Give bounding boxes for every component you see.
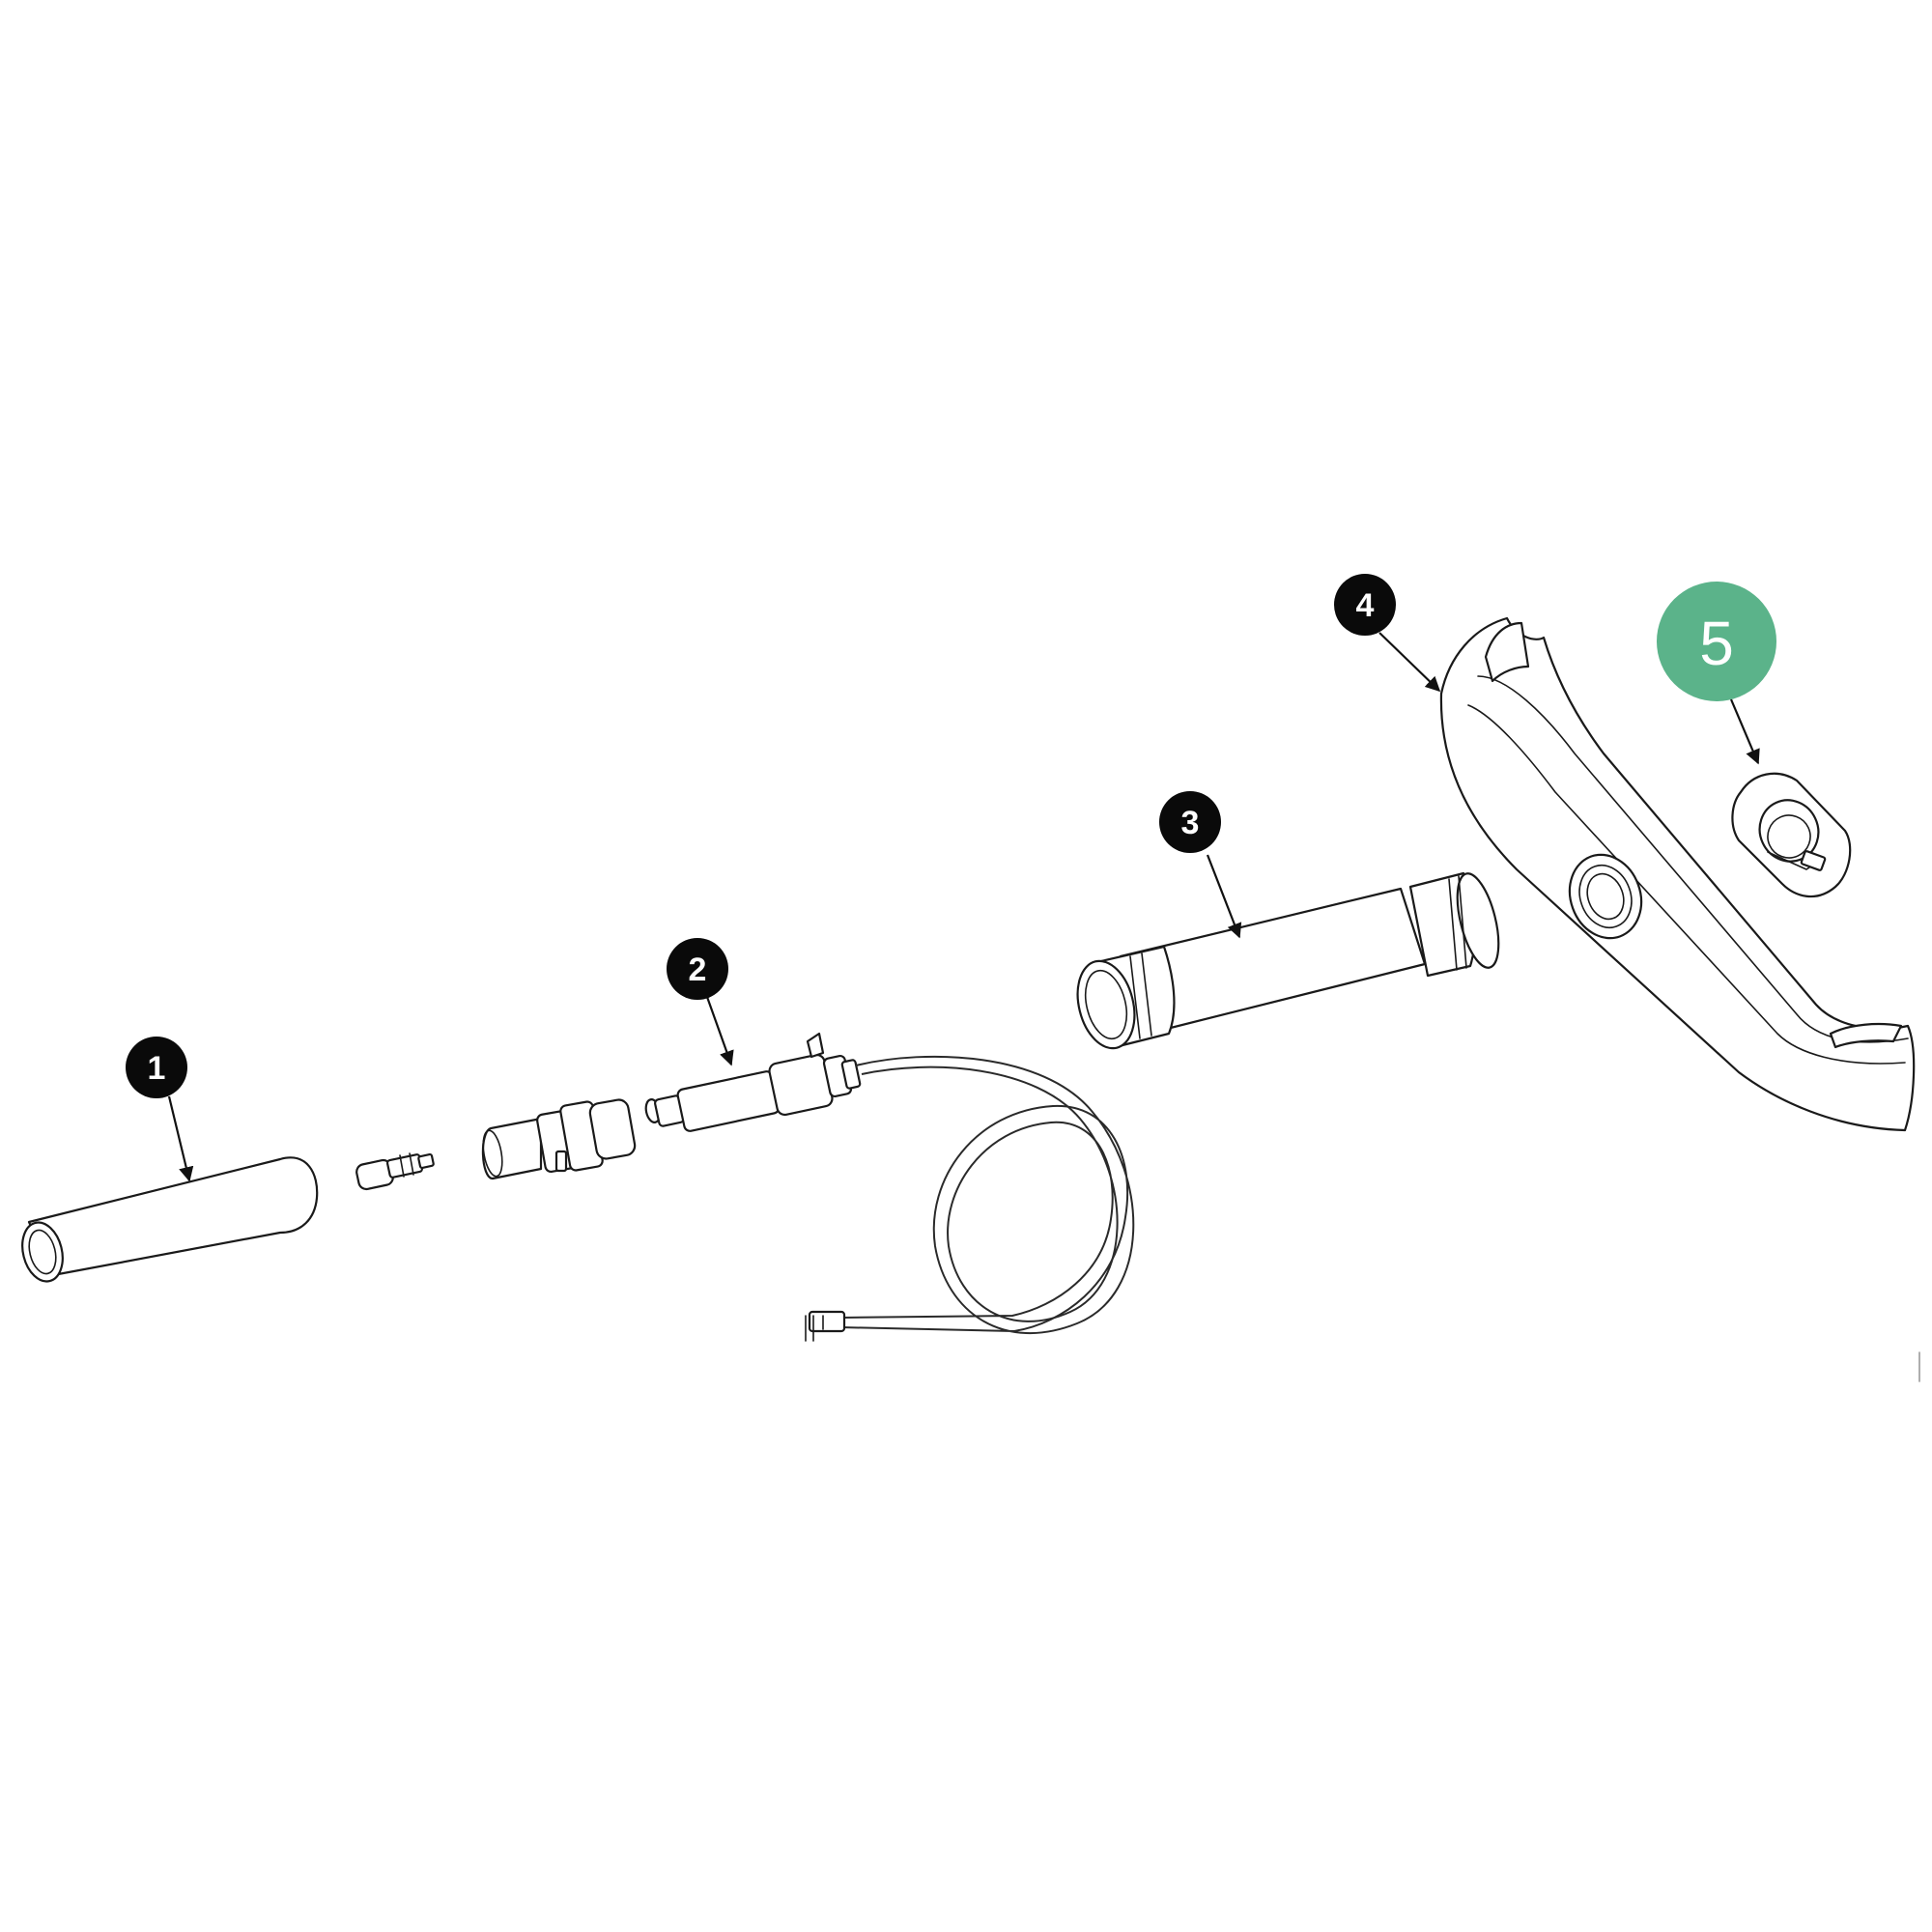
coupling-body [481, 1098, 637, 1180]
callout-4[interactable]: 4 [1334, 574, 1396, 636]
callout-2-circle [667, 938, 728, 1000]
callout-3-number: 3 [1181, 805, 1200, 841]
callout-3[interactable]: 3 [1159, 791, 1221, 853]
callout-4-circle [1334, 574, 1396, 636]
leader-line-5 [1729, 698, 1760, 765]
power-cord [805, 1055, 1135, 1342]
callout-4-number: 4 [1356, 587, 1375, 624]
leader-line-4 [1378, 632, 1441, 693]
callout-3-circle [1159, 791, 1221, 853]
part-5-bracket-clip [1731, 772, 1852, 898]
leader-line-2 [705, 996, 734, 1066]
callout-2[interactable]: 2 [667, 938, 728, 1000]
callout-2-number: 2 [689, 952, 707, 988]
callout-1-circle [126, 1037, 187, 1098]
leader-line-3 [1206, 854, 1242, 939]
part-3-tube [1076, 871, 1500, 1050]
callout-5-circle [1657, 582, 1776, 701]
callout-5[interactable]: 5 [1657, 582, 1776, 701]
callout-1[interactable]: 1 [126, 1037, 187, 1098]
part-2-heating-element [644, 1032, 862, 1132]
callout-1-number: 1 [148, 1050, 166, 1087]
part-4-handle-bar [1439, 616, 1916, 1132]
small-connector-pin [355, 1152, 435, 1191]
leader-line-1 [167, 1095, 194, 1182]
part-1-handle-sleeve [21, 1156, 319, 1283]
callout-5-number: 5 [1699, 609, 1734, 678]
